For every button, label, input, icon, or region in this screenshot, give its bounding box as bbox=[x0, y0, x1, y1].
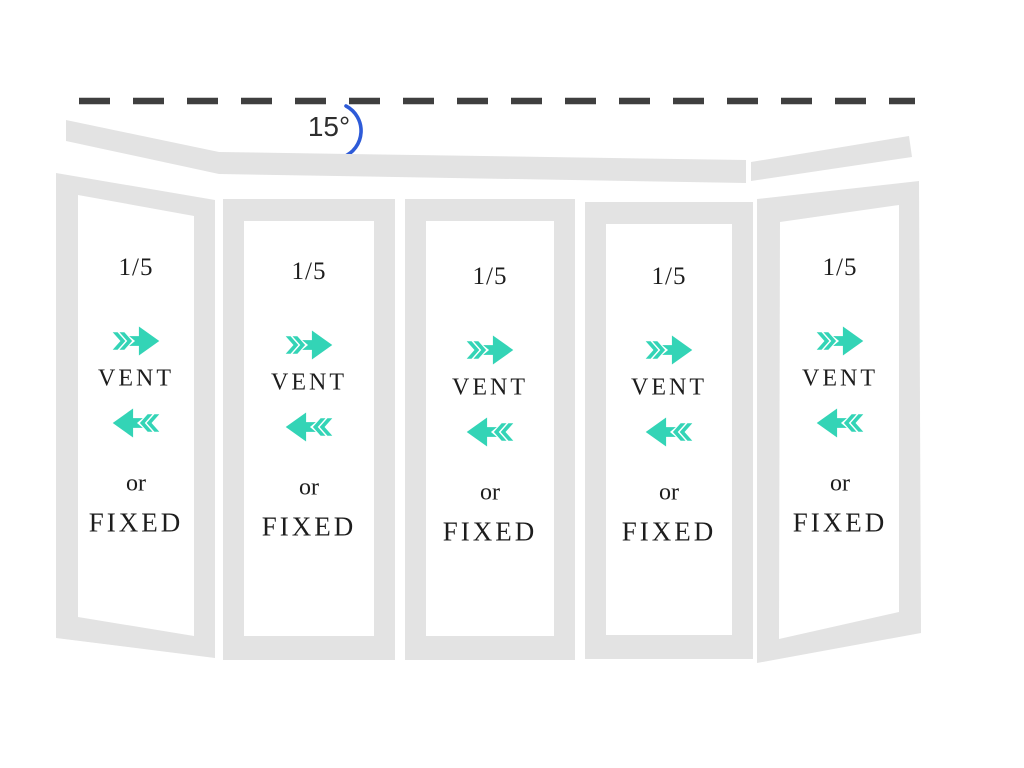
panel-frame-4 bbox=[585, 202, 753, 659]
angle-label: 15° bbox=[307, 111, 351, 142]
vent-slide-left-arrow-icon bbox=[285, 412, 333, 442]
panel-frame-5 bbox=[757, 181, 921, 663]
vent-slide-right-arrow-icon bbox=[466, 335, 514, 365]
panel-fraction-label: 1/5 bbox=[822, 254, 858, 281]
angle-arc bbox=[341, 104, 363, 159]
vent-slide-left-arrow-icon bbox=[466, 417, 514, 447]
head-band-left bbox=[66, 120, 746, 183]
panel-frame-1 bbox=[56, 173, 215, 658]
vent-label: VENT bbox=[452, 374, 528, 401]
vent-label: VENT bbox=[802, 365, 878, 392]
panel-frame-2 bbox=[223, 199, 395, 660]
head-band-right bbox=[751, 136, 912, 181]
vent-slide-left-arrow-icon bbox=[112, 408, 160, 438]
or-label: or bbox=[480, 479, 500, 506]
fixed-label: FIXED bbox=[88, 507, 184, 538]
or-label: or bbox=[299, 474, 319, 501]
fixed-label: FIXED bbox=[442, 516, 538, 547]
or-label: or bbox=[659, 479, 679, 506]
panel-fraction-label: 1/5 bbox=[472, 263, 508, 290]
vent-slide-right-arrow-icon bbox=[645, 335, 693, 365]
panel-fraction-label: 1/5 bbox=[291, 258, 327, 285]
panel-fraction-label: 1/5 bbox=[651, 263, 687, 290]
fixed-label: FIXED bbox=[261, 511, 357, 542]
vent-slide-left-arrow-icon bbox=[816, 408, 864, 438]
panel-fraction-label: 1/5 bbox=[118, 254, 154, 281]
vent-slide-right-arrow-icon bbox=[816, 326, 864, 356]
fixed-label: FIXED bbox=[621, 516, 717, 547]
or-label: or bbox=[830, 470, 850, 497]
vent-slide-right-arrow-icon bbox=[112, 326, 160, 356]
vent-label: VENT bbox=[631, 374, 707, 401]
vent-slide-left-arrow-icon bbox=[645, 417, 693, 447]
vent-slide-right-arrow-icon bbox=[285, 330, 333, 360]
fixed-label: FIXED bbox=[792, 507, 888, 538]
vent-label: VENT bbox=[98, 365, 174, 392]
panel-frame-3 bbox=[405, 199, 575, 660]
vent-label: VENT bbox=[271, 369, 347, 396]
or-label: or bbox=[126, 470, 146, 497]
